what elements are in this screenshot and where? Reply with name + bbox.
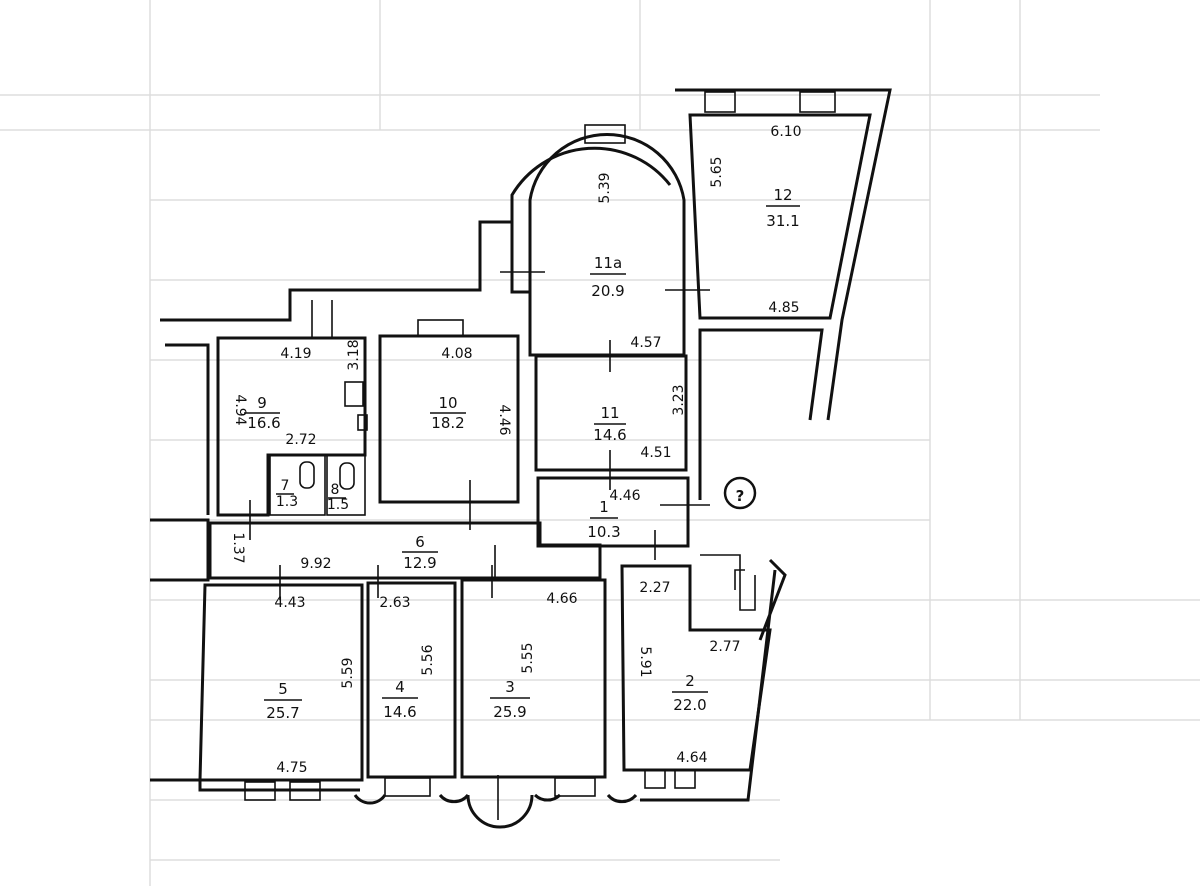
svg-text:4.94: 4.94 — [232, 394, 248, 425]
room-3 — [460, 578, 607, 779]
svg-text:4.75: 4.75 — [276, 760, 307, 776]
svg-text:5.91: 5.91 — [637, 646, 653, 677]
room-label-4: 414.6 — [382, 678, 418, 721]
outer-walls — [150, 88, 892, 802]
room-label-10: 10 18.2 — [430, 394, 466, 432]
svg-text:16.6: 16.6 — [247, 414, 280, 432]
room-label-5: 525.7 — [264, 680, 302, 722]
svg-text:22.0: 22.0 — [673, 696, 706, 714]
room-label-6: 612.9 — [402, 533, 438, 572]
room-label-8: 81.5 — [327, 482, 349, 513]
room-label-9: 916.6 — [244, 394, 281, 432]
svg-text:5.55: 5.55 — [520, 642, 536, 673]
room-label-11: 11 14.6 — [593, 404, 626, 444]
svg-text:7: 7 — [281, 478, 290, 494]
svg-text:4.46: 4.46 — [609, 488, 640, 504]
svg-text:14.6: 14.6 — [593, 426, 626, 444]
svg-text:1.37: 1.37 — [230, 532, 246, 563]
svg-text:2.27: 2.27 — [639, 580, 670, 596]
room-label-2: 222.0 — [672, 672, 708, 714]
svg-text:14.6: 14.6 — [383, 703, 416, 721]
svg-text:4.57: 4.57 — [630, 335, 661, 351]
svg-text:6: 6 — [415, 533, 425, 551]
svg-text:2: 2 — [685, 672, 695, 690]
svg-text:3: 3 — [505, 678, 515, 696]
svg-text:5.65: 5.65 — [709, 156, 725, 187]
svg-text:2.72: 2.72 — [285, 432, 316, 448]
svg-text:4.64: 4.64 — [676, 750, 707, 766]
room-12 — [688, 113, 872, 320]
svg-text:25.7: 25.7 — [266, 704, 299, 722]
door-marks — [249, 271, 710, 820]
svg-text:?: ? — [736, 487, 745, 505]
dimension-labels: 4.46 2.27 2.77 5.91 4.64 4.66 5.55 2.63 … — [230, 124, 802, 776]
svg-text:5: 5 — [278, 680, 288, 698]
room-label-7: 71.3 — [276, 478, 298, 510]
svg-text:11а: 11а — [594, 254, 622, 272]
svg-text:11: 11 — [600, 404, 619, 422]
svg-text:1: 1 — [599, 498, 609, 516]
svg-text:18.2: 18.2 — [431, 414, 464, 432]
stairs-icon — [700, 554, 756, 611]
windows — [244, 91, 836, 801]
svg-text:2.77: 2.77 — [709, 639, 740, 655]
svg-text:10: 10 — [438, 394, 457, 412]
svg-text:4.08: 4.08 — [441, 346, 472, 362]
room-label-11a: 11а 20.9 — [590, 254, 626, 300]
svg-text:2.63: 2.63 — [379, 595, 410, 611]
question-marker: ? — [723, 476, 757, 510]
room-7 — [269, 454, 326, 516]
svg-text:4.51: 4.51 — [640, 445, 671, 461]
bay-windows — [353, 793, 638, 829]
svg-text:12.9: 12.9 — [403, 554, 436, 572]
room-5 — [198, 583, 364, 782]
svg-text:20.9: 20.9 — [591, 282, 624, 300]
svg-text:8: 8 — [331, 482, 340, 498]
room-labels: 110.3 222.0 325.9 414.6 525.7 612.9 71.3… — [244, 186, 800, 722]
svg-text:5.39: 5.39 — [597, 172, 613, 203]
svg-text:5.59: 5.59 — [340, 657, 356, 688]
svg-text:5.56: 5.56 — [420, 644, 436, 675]
svg-text:4.19: 4.19 — [280, 346, 311, 362]
svg-text:9.92: 9.92 — [300, 556, 331, 572]
room-9 — [216, 336, 367, 517]
room-label-12: 12 31.1 — [766, 186, 800, 230]
room-11a — [510, 124, 686, 357]
svg-text:3.23: 3.23 — [671, 384, 687, 415]
room-label-3: 325.9 — [490, 678, 530, 721]
room-4 — [366, 581, 457, 779]
svg-text:1.5: 1.5 — [327, 497, 349, 513]
svg-text:4.85: 4.85 — [768, 300, 799, 316]
svg-text:10.3: 10.3 — [587, 523, 620, 541]
svg-text:31.1: 31.1 — [766, 212, 799, 230]
svg-text:4.66: 4.66 — [546, 591, 577, 607]
room-label-1: 110.3 — [587, 498, 620, 541]
room-8 — [326, 454, 366, 516]
svg-text:4: 4 — [395, 678, 405, 696]
svg-text:4.46: 4.46 — [496, 404, 512, 435]
svg-text:9: 9 — [257, 394, 267, 412]
svg-text:12: 12 — [773, 186, 792, 204]
sanitary-fixtures — [299, 381, 368, 490]
svg-text:4.43: 4.43 — [274, 595, 305, 611]
svg-text:25.9: 25.9 — [493, 703, 526, 721]
svg-text:3.18: 3.18 — [346, 339, 362, 370]
svg-text:6.10: 6.10 — [770, 124, 801, 140]
room-1 — [536, 476, 690, 548]
room-2 — [620, 564, 772, 772]
svg-text:1.3: 1.3 — [276, 494, 298, 510]
